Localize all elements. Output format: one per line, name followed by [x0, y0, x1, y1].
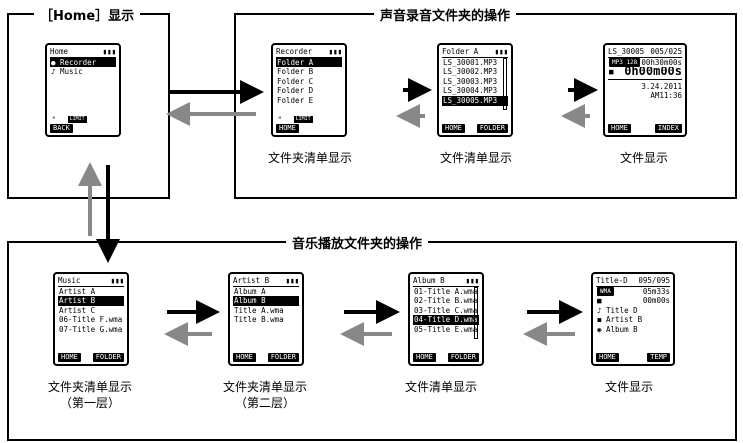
track-item[interactable]: 07-Title G.wma	[59, 324, 123, 334]
folder-key[interactable]: FOLDER	[92, 353, 124, 362]
scrollbar[interactable]	[474, 287, 478, 339]
folder-a-screen: Folder A▮▮▮ LS_30001.MP3 LS_30002.MP3 LS…	[437, 43, 513, 137]
track-item[interactable]: 01-Title A.wma	[414, 286, 478, 296]
track-item[interactable]: 06-Title F.wma	[59, 315, 123, 325]
home-item-music[interactable]: ♪ Music	[51, 67, 83, 77]
caption-folder-list: 文件夹清单显示	[268, 151, 353, 165]
home-key[interactable]: HOME	[442, 124, 465, 133]
caption-file-list-music: 文件清单显示	[405, 380, 478, 394]
artist-item[interactable]: Artist C	[59, 305, 96, 315]
folder-item[interactable]: Folder E	[277, 95, 314, 105]
track-item[interactable]: 02-Title B.wma	[414, 296, 478, 306]
caption-file-display: 文件显示	[620, 151, 669, 165]
folder-item[interactable]: Folder B	[277, 67, 314, 77]
home-key[interactable]: HOME	[58, 353, 81, 362]
home-key[interactable]: HOME	[596, 353, 619, 362]
index-key[interactable]: INDEX	[654, 124, 682, 133]
home-key[interactable]: HOME	[413, 353, 436, 362]
file-item[interactable]: LS_30002.MP3	[443, 67, 498, 77]
folder-item[interactable]: Folder C	[277, 76, 314, 86]
screen-header: Home▮▮▮	[50, 47, 116, 58]
folder-item[interactable]: Folder D	[277, 86, 314, 96]
track-item[interactable]: Title A.wma	[234, 305, 284, 315]
track-item[interactable]: 03-Title C.wma	[414, 305, 478, 315]
artist-item[interactable]: Artist B	[58, 296, 124, 306]
track-item[interactable]: Title B.wma	[234, 315, 284, 325]
artist-screen: Artist B▮▮▮ Album A Album B Title A.wma …	[228, 272, 304, 366]
scrollbar[interactable]	[503, 58, 507, 110]
artist-item[interactable]: Artist A	[59, 286, 96, 296]
caption-file-display-music: 文件显示	[605, 380, 654, 394]
folder-key[interactable]: FOLDER	[267, 353, 299, 362]
home-section-title: ［Home］显示	[34, 5, 141, 24]
music-section-title: 音乐播放文件夹的操作	[286, 233, 429, 252]
back-key[interactable]: BACK	[50, 124, 73, 133]
home-key[interactable]: HOME	[608, 124, 631, 133]
home-key[interactable]: HOME	[276, 124, 299, 133]
caption-file-list: 文件清单显示	[440, 151, 513, 165]
file-item[interactable]: LS_30004.MP3	[443, 86, 498, 96]
folder-item[interactable]: Folder A	[276, 57, 342, 68]
album-item[interactable]: Album A	[234, 286, 266, 296]
home-key[interactable]: HOME	[233, 353, 256, 362]
caption-folder-list-level2: 文件夹清单显示 （第二层）	[223, 380, 308, 410]
temp-key[interactable]: TEMP	[647, 353, 670, 362]
caption-folder-list-level1: 文件夹清单显示 （第一层）	[48, 380, 133, 410]
folder-key[interactable]: FOLDER	[447, 353, 479, 362]
track-item[interactable]: 04-Title D.wma	[413, 315, 479, 325]
file-item[interactable]: LS_30005.MP3	[442, 95, 508, 106]
file-item[interactable]: LS_30001.MP3	[443, 57, 498, 67]
recorder-screen: Recorder▮▮▮ Folder A Folder B Folder C F…	[271, 43, 347, 137]
album-screen: Album B▮▮▮ 01-Title A.wma 02-Title B.wma…	[408, 272, 484, 366]
music-screen: Music▮▮▮ Artist A Artist B Artist C 06-T…	[53, 272, 129, 366]
album-item[interactable]: Album B	[233, 296, 299, 306]
folder-key[interactable]: FOLDER	[476, 124, 508, 133]
voice-section-title: 声音录音文件夹的操作	[374, 5, 517, 24]
file-item[interactable]: LS_30003.MP3	[443, 76, 498, 86]
track-item[interactable]: 05-Title E.wma	[414, 324, 478, 334]
home-item-recorder[interactable]: ● Recorder	[50, 57, 116, 68]
